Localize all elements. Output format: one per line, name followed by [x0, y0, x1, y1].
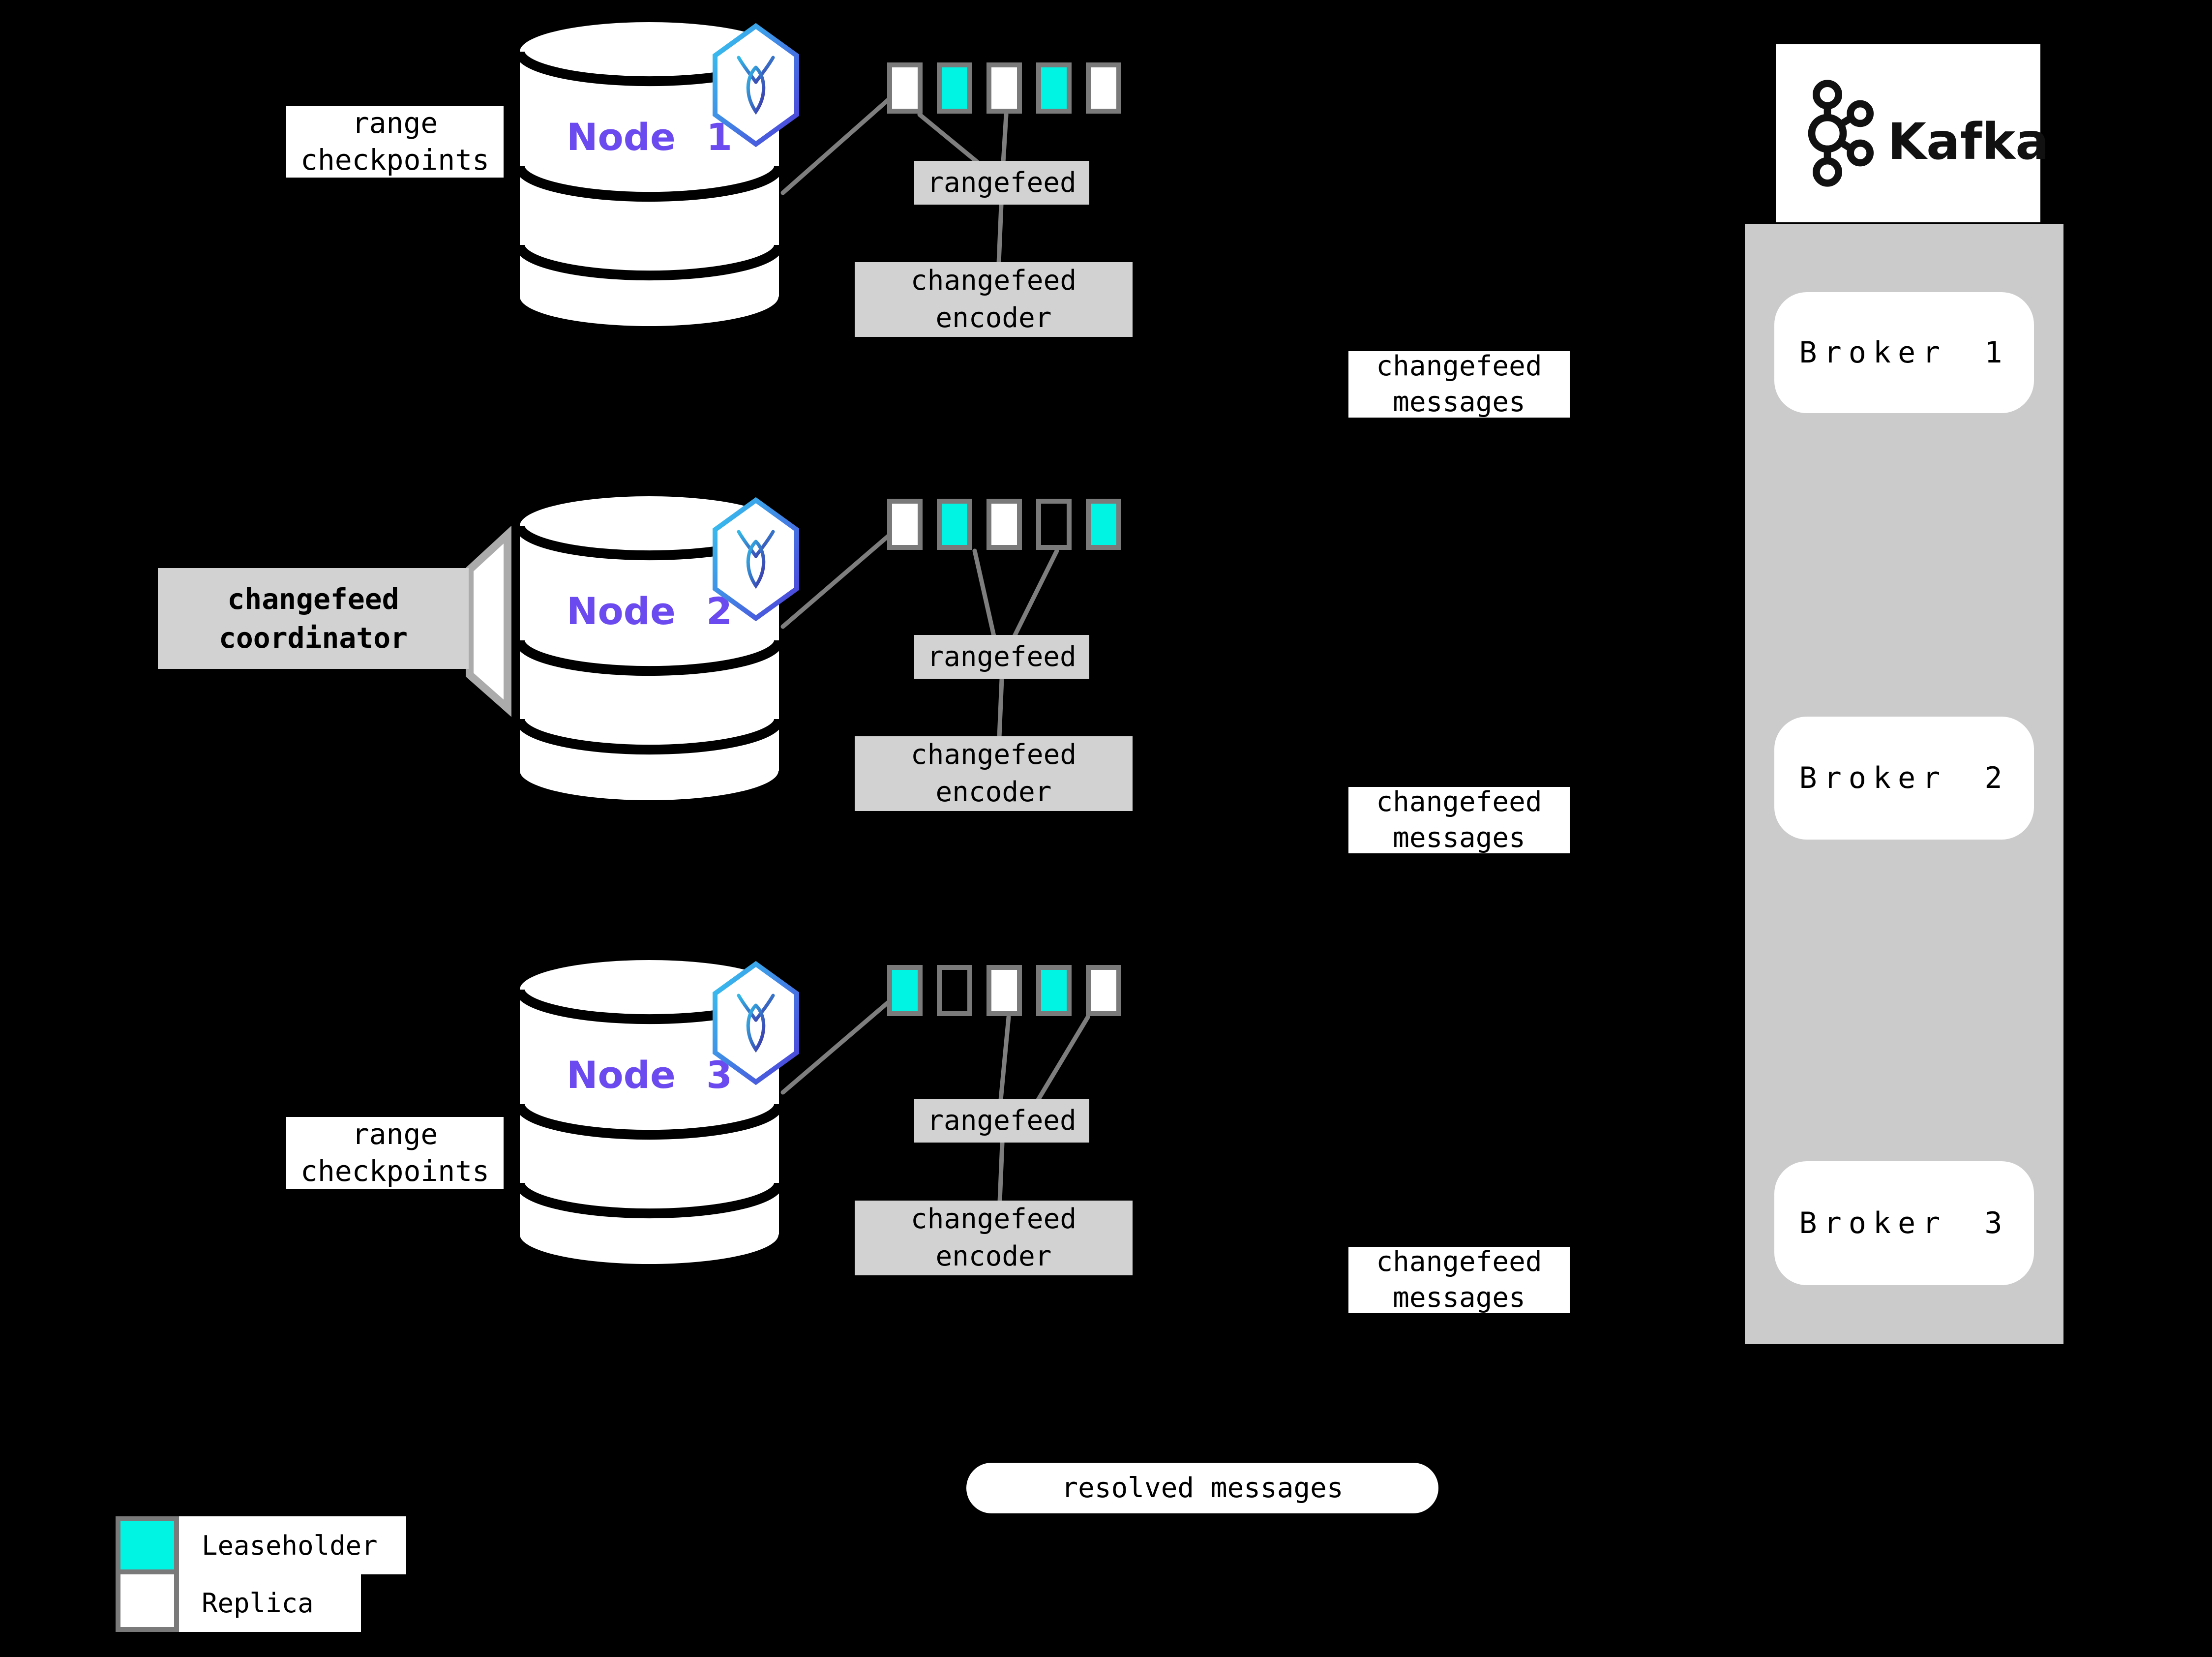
- range-boxes-node-2: [887, 499, 1121, 550]
- leaseholder-range-square: [937, 62, 972, 114]
- kafka-wordmark: Kafka: [1887, 112, 2049, 171]
- range-boxes-node-3: [887, 965, 1121, 1016]
- empty-range-square: [937, 965, 972, 1016]
- replica-range-square: [986, 499, 1022, 550]
- leaseholder-range-square: [1036, 965, 1072, 1016]
- replica-range-square: [986, 62, 1022, 114]
- left-arrowhead-icon: [2056, 333, 2072, 351]
- rangefeed-box-1: rangefeed: [914, 161, 1089, 205]
- legend-replica-label: Replica: [179, 1574, 361, 1632]
- changefeed-encoder-box-2: changefeed encoder: [855, 736, 1133, 811]
- resolved-messages-pill: resolved messages: [966, 1463, 1438, 1513]
- replica-range-square: [887, 62, 923, 114]
- range-checkpoints-label-3: range checkpoints: [286, 1117, 504, 1189]
- changefeed-encoder-box-1: changefeed encoder: [855, 262, 1133, 337]
- range-checkpoints-label-1: range checkpoints: [286, 106, 504, 178]
- leaseholder-range-square: [1036, 62, 1072, 114]
- replica-range-square: [887, 499, 923, 550]
- coordinator-callout: [466, 525, 511, 717]
- changefeed-coordinator-label: changefeed coordinator: [158, 568, 469, 669]
- replica-range-square: [986, 965, 1022, 1016]
- node-3-label: Node 3: [566, 1053, 733, 1097]
- legend-replica-swatch: [116, 1569, 179, 1632]
- node-2-label: Node 2: [566, 589, 733, 633]
- cockroachdb-hexagon-icon: [713, 23, 799, 147]
- leaseholder-range-square: [937, 499, 972, 550]
- changefeed-messages-label-3: changefeed messages: [1348, 1246, 1570, 1314]
- changefeed-messages-label-2: changefeed messages: [1348, 786, 1570, 854]
- cockroachdb-hexagon-icon: [713, 497, 799, 621]
- broker-1-box: Broker 1: [1774, 292, 2034, 413]
- changefeed-messages-label-1: changefeed messages: [1348, 350, 1570, 418]
- legend-leaseholder-label: Leaseholder: [179, 1516, 406, 1574]
- leaseholder-range-square: [1086, 499, 1121, 550]
- replica-range-square: [1086, 62, 1121, 114]
- kafka-circles-icon: [1808, 80, 1874, 187]
- kafka-logo-box: [1776, 44, 2040, 222]
- changefeed-encoder-box-3: changefeed encoder: [855, 1201, 1133, 1275]
- range-boxes-node-1: [887, 62, 1121, 114]
- legend-leaseholder-swatch: [116, 1516, 179, 1574]
- leaseholder-range-square: [887, 965, 923, 1016]
- replica-range-square: [1086, 965, 1121, 1016]
- rangefeed-box-3: rangefeed: [914, 1099, 1089, 1143]
- broker-2-box: Broker 2: [1774, 717, 2034, 840]
- broker-3-box: Broker 3: [1774, 1161, 2034, 1285]
- node-1-label: Node 1: [566, 115, 733, 159]
- cockroachdb-hexagon-icon: [713, 961, 799, 1085]
- empty-range-square: [1036, 499, 1072, 550]
- rangefeed-box-2: rangefeed: [914, 635, 1089, 679]
